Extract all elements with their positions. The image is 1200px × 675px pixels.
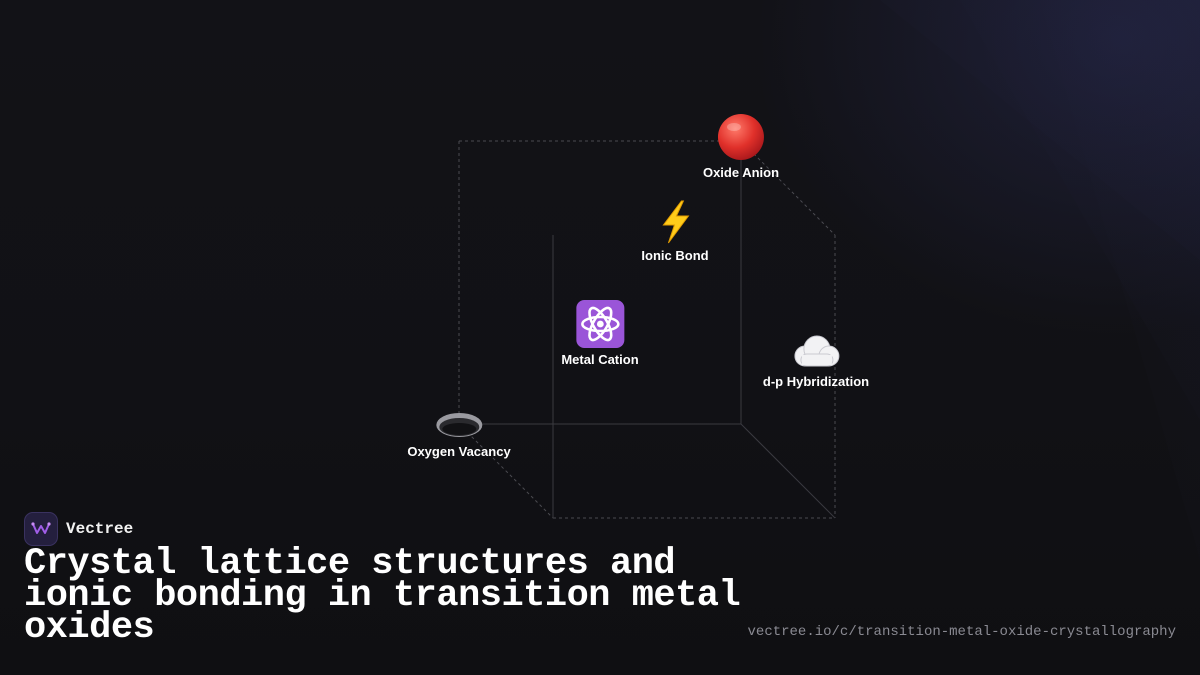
source-url[interactable]: vectree.io/c/transition-metal-oxide-crys… bbox=[747, 624, 1176, 640]
node-label: Ionic Bond bbox=[641, 248, 709, 263]
node-metal-cation[interactable]: Metal Cation bbox=[561, 300, 639, 367]
cube-edge bbox=[740, 140, 836, 236]
cube-edge bbox=[458, 423, 554, 519]
cube-edge bbox=[740, 423, 836, 519]
page-title: Crystal lattice structures and ionic bon… bbox=[24, 543, 741, 649]
node-label: Oxide Anion bbox=[702, 165, 780, 180]
node-oxide-anion[interactable]: Oxide Anion bbox=[703, 113, 779, 180]
brand-name: Vectree bbox=[66, 520, 134, 538]
brand[interactable]: Vectree bbox=[24, 512, 133, 546]
cloud-icon bbox=[794, 335, 840, 367]
atom-icon bbox=[575, 300, 624, 348]
red-circle-icon bbox=[717, 114, 764, 160]
node-label: Oxygen Vacancy bbox=[407, 444, 511, 459]
node-dp-hybridization[interactable]: d-p Hybridization bbox=[763, 334, 869, 389]
node-label: Metal Cation bbox=[561, 352, 639, 367]
lightning-icon bbox=[661, 200, 689, 244]
node-oxygen-vacancy[interactable]: Oxygen Vacancy bbox=[407, 410, 511, 459]
node-ionic-bond[interactable]: Ionic Bond bbox=[641, 200, 709, 263]
vectree-logo-icon bbox=[24, 512, 58, 546]
node-label: d-p Hybridization bbox=[762, 374, 870, 389]
hole-icon bbox=[436, 413, 482, 437]
